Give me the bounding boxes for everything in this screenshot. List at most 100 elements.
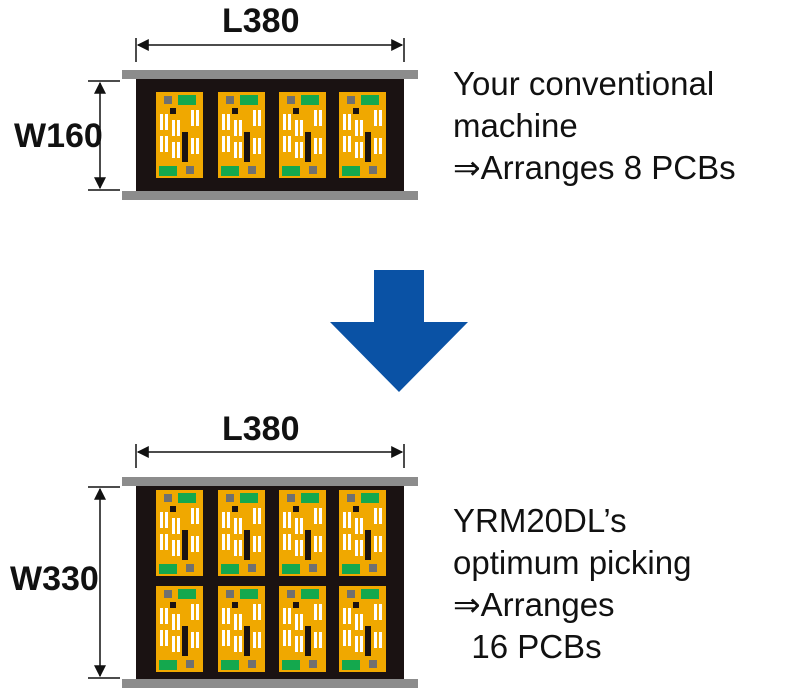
pcb-right-col (188, 530, 203, 560)
bottom-description: YRM20DL’s optimum picking ⇒Arranges 16 P… (453, 500, 691, 668)
pcb-component (343, 136, 346, 152)
pcb-pad-green (282, 564, 300, 574)
pcb-slot (353, 108, 359, 114)
pcb-slot (305, 626, 311, 656)
pcb-pad-green (240, 589, 258, 599)
pcb-pad-gray (226, 96, 234, 104)
pcb-component (253, 604, 256, 620)
pcb-component (319, 508, 322, 524)
pcb-component (239, 636, 242, 652)
pcb-component (379, 508, 382, 524)
pcb-slot (232, 506, 238, 512)
pcb-component (253, 508, 256, 524)
pcb-component (379, 632, 382, 648)
pcb-mid-col (170, 608, 182, 656)
pcb-unit (279, 586, 326, 672)
pcb-component (253, 110, 256, 126)
top-width-label: W160 (14, 117, 103, 155)
pcb-component (343, 534, 346, 550)
pcb-component (319, 604, 322, 620)
pcb-pad-gray (248, 564, 256, 572)
pcb-component (343, 630, 346, 646)
pcb-component (288, 608, 291, 624)
pcb-component (253, 138, 256, 154)
pcb-component (177, 518, 180, 534)
pcb-component (239, 540, 242, 556)
pcb-pad-green (342, 564, 360, 574)
pcb-component (314, 138, 317, 154)
bottom-width-label: W330 (10, 560, 99, 598)
pcb-component (196, 632, 199, 648)
pcb-right-col (371, 626, 386, 656)
pcb-right-col (250, 626, 265, 656)
pcb-component (343, 608, 346, 624)
top-description-line-3: ⇒Arranges 8 PCBs (453, 149, 736, 186)
pcb-component (355, 120, 358, 136)
pcb-component (165, 608, 168, 624)
pcb-unit (218, 92, 265, 178)
pcb-component (283, 512, 286, 528)
pcb-right-col (311, 132, 326, 162)
bottom-rail-upper (122, 477, 418, 486)
pcb-component (165, 630, 168, 646)
pcb-slot (293, 602, 299, 608)
pcb-component (374, 110, 377, 126)
top-rail-upper (122, 70, 418, 79)
pcb-right-col (250, 132, 265, 162)
pcb-component (360, 120, 363, 136)
pcb-mid-col (293, 114, 305, 162)
pcb-component (234, 518, 237, 534)
pcb-slot (293, 108, 299, 114)
bottom-description-line-4: 16 PCBs (453, 628, 602, 665)
pcb-component (227, 630, 230, 646)
pcb-unit (339, 490, 386, 576)
pcb-component (196, 110, 199, 126)
pcb-component (239, 120, 242, 136)
pcb-component (196, 604, 199, 620)
pcb-component (295, 614, 298, 630)
pcb-mid-col (232, 512, 244, 560)
pcb-slot (244, 530, 250, 560)
pcb-component (355, 142, 358, 158)
pcb-mid-col (293, 608, 305, 656)
pcb-component (288, 512, 291, 528)
pcb-pad-green (178, 95, 196, 105)
pcb-pad-green (221, 564, 239, 574)
pcb-pad-gray (186, 564, 194, 572)
pcb-pad-gray (186, 166, 194, 174)
pcb-component (300, 540, 303, 556)
pcb-component (160, 608, 163, 624)
pcb-pad-gray (309, 660, 317, 668)
pcb-component (288, 136, 291, 152)
pcb-slot (353, 506, 359, 512)
pcb-pad-green (301, 95, 319, 105)
pcb-component (222, 608, 225, 624)
top-board (122, 70, 418, 200)
pcb-mid-col (353, 114, 365, 162)
pcb-component (300, 636, 303, 652)
pcb-pad-gray (369, 564, 377, 572)
pcb-component (191, 508, 194, 524)
pcb-pad-green (221, 166, 239, 176)
pcb-component (160, 512, 163, 528)
pcb-component (355, 540, 358, 556)
pcb-component (165, 512, 168, 528)
pcb-component (160, 534, 163, 550)
pcb-component (374, 632, 377, 648)
top-length-dimension (135, 38, 405, 62)
pcb-component (300, 142, 303, 158)
pcb-component (314, 632, 317, 648)
pcb-unit (339, 92, 386, 178)
pcb-right-col (250, 530, 265, 560)
pcb-component (355, 614, 358, 630)
pcb-component (234, 142, 237, 158)
pcb-unit (156, 586, 203, 672)
pcb-slot (244, 132, 250, 162)
pcb-slot (232, 108, 238, 114)
pcb-component (300, 614, 303, 630)
pcb-pad-gray (226, 494, 234, 502)
pcb-mid-col (293, 512, 305, 560)
pcb-pad-gray (287, 494, 295, 502)
pcb-component (234, 614, 237, 630)
pcb-component (295, 636, 298, 652)
